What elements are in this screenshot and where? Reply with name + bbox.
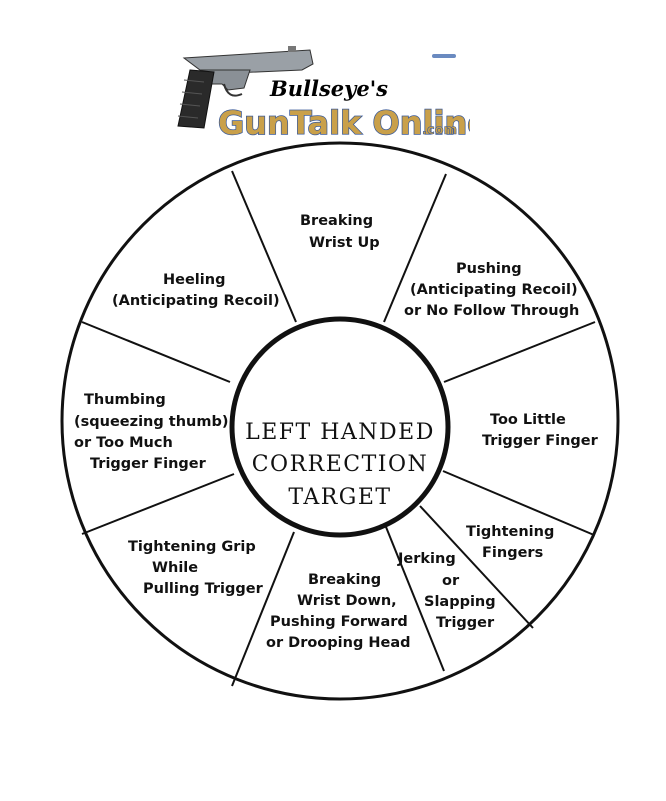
segment-thumbing: Thumbing (squeezing thumb) or Too Much T… [74, 392, 228, 472]
segment-label-line: Slapping [424, 594, 496, 610]
segment-label-line: Tightening Grip [128, 539, 256, 555]
logo-suffix: .com [422, 123, 457, 138]
segment-too-little-trigger-finger: Too Little Trigger Finger [482, 412, 599, 449]
segment-label-line: Wrist Up [309, 235, 380, 251]
segment-label-line: or Too Much [74, 435, 173, 451]
segment-label-line: Breaking [308, 572, 381, 588]
inner-bullseye [229, 316, 451, 538]
segment-breaking-wrist-up: Breaking Wrist Up [300, 213, 380, 251]
pistol-icon: Bullseye's GunTalk Online .com [177, 46, 490, 143]
segment-label-line: or No Follow Through [404, 303, 579, 319]
segment-label-line: Trigger [436, 615, 495, 631]
segment-label-line: Too Little [490, 412, 566, 428]
segment-label-line: or [442, 573, 460, 589]
segment-label-line: Pushing [456, 261, 522, 277]
segment-tightening-fingers: Tightening Fingers [466, 524, 554, 561]
segment-pushing: Pushing (Anticipating Recoil) or No Foll… [404, 261, 579, 319]
segment-label-line: Heeling [163, 272, 225, 288]
logo-line1: Bullseye's [269, 76, 388, 101]
center-title-line3: TARGET [288, 485, 391, 510]
segment-label-line: Pulling Trigger [143, 581, 264, 597]
segment-heeling: Heeling (Anticipating Recoil) [112, 272, 280, 309]
segment-breaking-wrist-down: Breaking Wrist Down, Pushing Forward or … [266, 572, 411, 651]
logo-line2: GunTalk Online [218, 104, 470, 140]
segment-label-line: (Anticipating Recoil) [410, 282, 578, 298]
segment-label-line: (Anticipating Recoil) [112, 293, 280, 309]
segment-label-line: Fingers [482, 545, 543, 561]
segment-label-line: Trigger Finger [90, 456, 207, 472]
center-title-line1: LEFT HANDED [245, 420, 435, 445]
segment-label-line: Thumbing [84, 392, 166, 408]
segment-label-line: Breaking [300, 213, 373, 229]
segment-label-line: (squeezing thumb) [74, 414, 228, 430]
segment-tightening-grip: Tightening Grip While Pulling Trigger [128, 539, 264, 597]
segment-jerking-or-slapping-trigger: Jerking or Slapping Trigger [397, 551, 496, 631]
segment-label-line: Trigger Finger [482, 433, 599, 449]
segment-label-line: Jerking [397, 551, 456, 567]
segment-label-line: While [152, 560, 198, 576]
segment-label-line: Wrist Down, [297, 593, 397, 609]
center-title-line2: CORRECTION [252, 452, 429, 477]
gun-talk-logo: Bullseye's GunTalk Online .com [170, 40, 490, 143]
segment-dividers [81, 170, 596, 687]
segment-label-line: Tightening [466, 524, 554, 540]
segment-label-line: Pushing Forward [270, 614, 408, 630]
segment-label-line: or Drooping Head [266, 635, 411, 651]
